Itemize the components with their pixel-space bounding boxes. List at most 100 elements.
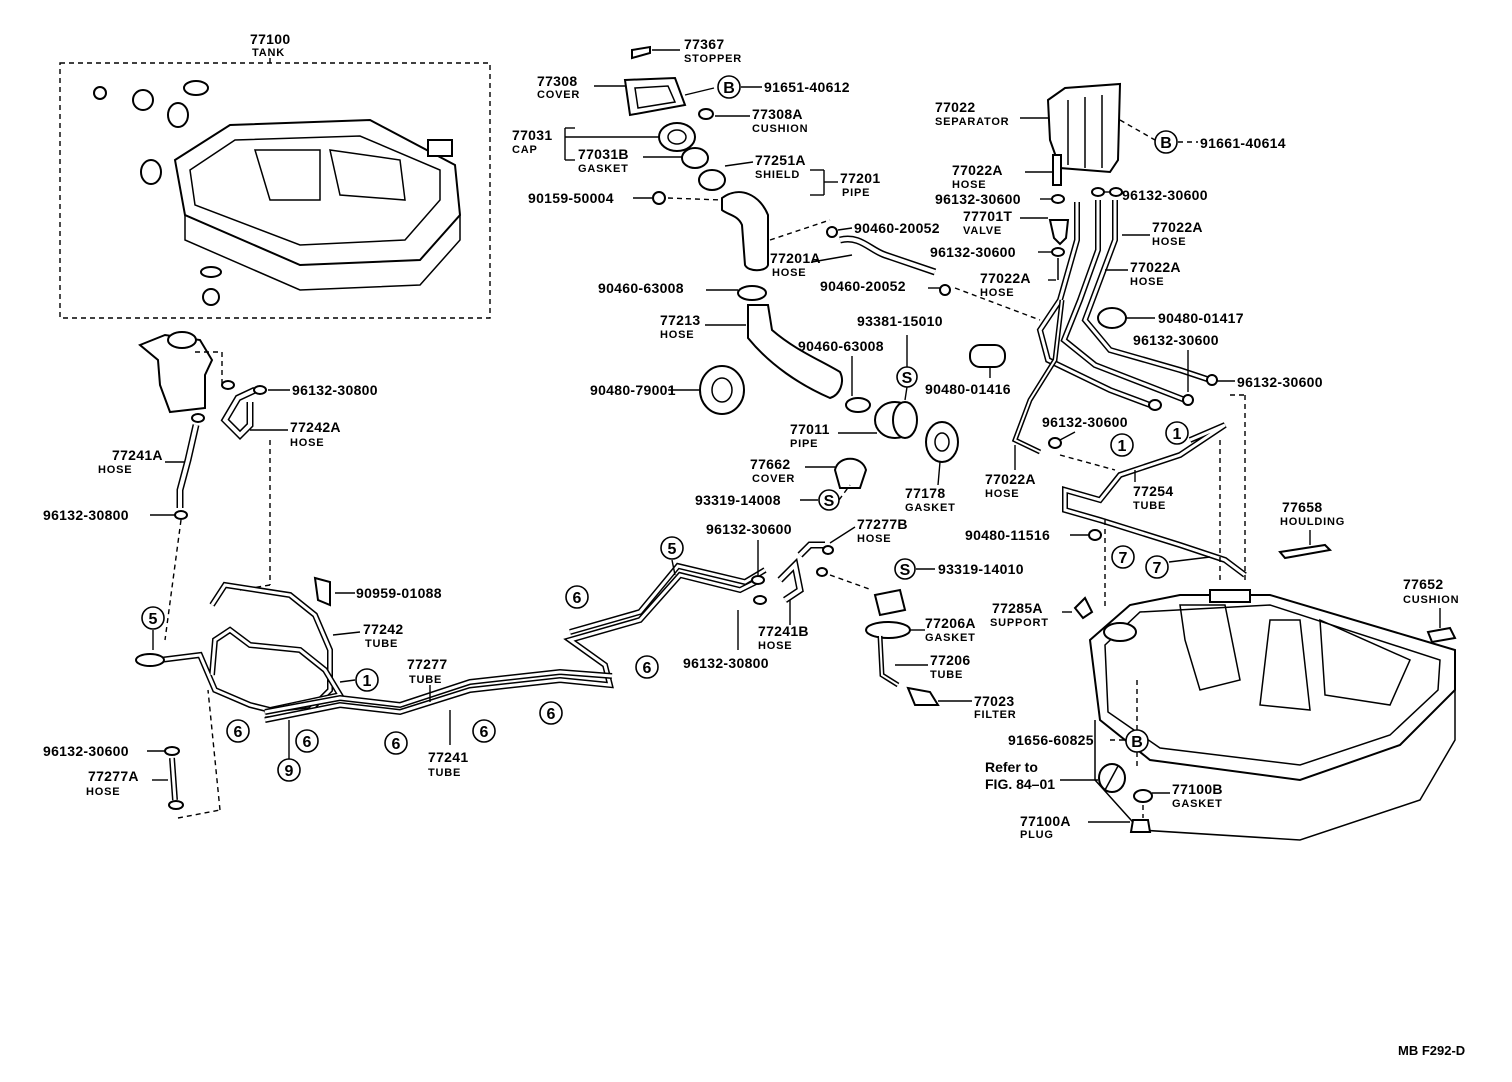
circle-stroke [660,536,684,560]
cap-77031-name: CAP [512,144,538,156]
ellipse-stroke [925,421,959,463]
ellipse-stroke [200,266,222,278]
path-stroke [264,670,613,714]
hose-77213-shape [747,304,843,400]
hose-77022a-3-name: HOSE [980,287,1014,299]
circle-stroke [1110,433,1134,457]
ellipse-stroke [1051,194,1065,204]
cap-77031-number: 77031 [512,127,552,143]
hose-77022a-3-number: 77022A [980,270,1031,286]
pipe-77201-name: PIPE [842,187,870,199]
shield-77251a-name: SHIELD [755,169,800,181]
line-stroke [1104,765,1119,791]
rect-stroke [1209,589,1251,603]
markers-five-label: 5 [668,541,677,558]
tube-77254-name: TUBE [1133,500,1166,512]
hose-77022a-4-name: HOSE [1130,276,1164,288]
path-stroke [873,588,907,617]
circle-stroke [652,191,666,205]
line-stroke [207,689,221,811]
houlding-77658-name: HOULDING [1280,516,1345,528]
rect-stroke [1052,154,1062,186]
circle-stroke [141,606,165,630]
main-tank-body [1088,594,1456,782]
ellipse-stroke [845,397,871,413]
markers-six-label: 6 [643,660,652,677]
circle-stroke [472,719,496,743]
ellipse-stroke [174,510,188,520]
path-stroke [1048,219,1070,246]
line-stroke [837,227,853,231]
ellipse-stroke [167,102,189,128]
hose-77277b-number: 77277B [857,516,908,532]
stopper-77367-name: STOPPER [684,53,742,65]
path-stroke [222,388,256,438]
path-stroke [1426,626,1457,644]
path-stroke [906,686,940,706]
circle-stroke [1154,130,1178,154]
tube-77241-number: 77241 [428,749,468,765]
pipe-77201-number: 77201 [840,170,880,186]
circle-stroke [355,668,379,692]
gasket-77206a-name: GASKET [925,632,976,644]
circle-stroke [539,701,563,725]
cap-77031-shape [658,122,696,152]
left-hose-assembly: 77241A HOSE 96132-30800 96132-30800 7724… [43,331,767,819]
path-stroke [173,118,462,267]
filler-assembly: 77367 STOPPER 77308 COVER B 91651-40612 … [512,36,1041,514]
cover-77308-shape [623,76,687,117]
drawing-code: MB F292-D [1398,1043,1465,1058]
circle-stroke [93,86,107,100]
hose-77242a-number: 77242A [290,419,341,435]
ellipse-stroke [892,401,918,439]
cushion-77308a-number: 77308A [752,106,803,122]
path-stroke [1319,618,1411,706]
line-stroke [1168,556,1211,563]
screw-93319-14010-number: 93319-14010 [938,561,1024,577]
markers-six-label: 6 [573,590,582,607]
tube-77241-name: TUBE [428,767,461,779]
path-stroke [210,583,332,717]
ellipse-stroke [1103,622,1137,642]
hose-77022a-1-name: HOSE [952,179,986,191]
path-stroke [1038,202,1151,407]
tank-77100-number: 77100 [250,31,290,47]
path-stroke [1073,596,1094,620]
hose-77277a-number: 77277A [88,768,139,784]
marker-b-91651-text: B [723,80,735,97]
support-77285a-number: 77285A [992,600,1043,616]
houlding-77658-number: 77658 [1282,499,1322,515]
hose-77022a-2-name: HOSE [1152,236,1186,248]
valve-77701t-number: 77701T [963,208,1012,224]
path-stroke [839,237,936,274]
markers-nine-label: 9 [285,763,294,780]
hose-77277a-name: HOSE [86,786,120,798]
cushion-77308a-name: CUSHION [752,123,808,135]
line-stroke [332,631,361,636]
path-stroke [253,149,321,201]
valve-77701t-name: VALVE [963,225,1002,237]
hose-77241b-number: 77241B [758,623,809,639]
ellipse-stroke [221,380,235,390]
path-stroke [1129,819,1152,833]
markers-six-label: 6 [303,734,312,751]
markers-one-label: 1 [1173,426,1182,443]
screw-90159-number: 90159-50004 [528,190,614,206]
circle-stroke [1111,545,1135,569]
path-stroke [877,635,900,688]
ellipse-stroke [1206,374,1218,386]
rect-stroke [969,344,1006,368]
markers-seven-label: 7 [1119,550,1128,567]
markers-six-label: 6 [547,706,556,723]
support-77285a-name: SUPPORT [990,617,1049,629]
markers-six-label: 6 [234,724,243,741]
hose-77241a-number: 77241A [112,447,163,463]
clip-96132-30600-7-number: 96132-30600 [43,743,129,759]
cover-77308-number: 77308 [537,73,577,89]
line-stroke [829,574,873,591]
ellipse-stroke [1088,529,1102,541]
tube-77206-number: 77206 [930,652,970,668]
tank-bottom-parts: 91656-60825 B Refer to FIG. 84–01 77100B… [985,680,1223,841]
line-stroke [769,219,831,241]
gasket-77031b-name: GASKET [578,163,629,175]
